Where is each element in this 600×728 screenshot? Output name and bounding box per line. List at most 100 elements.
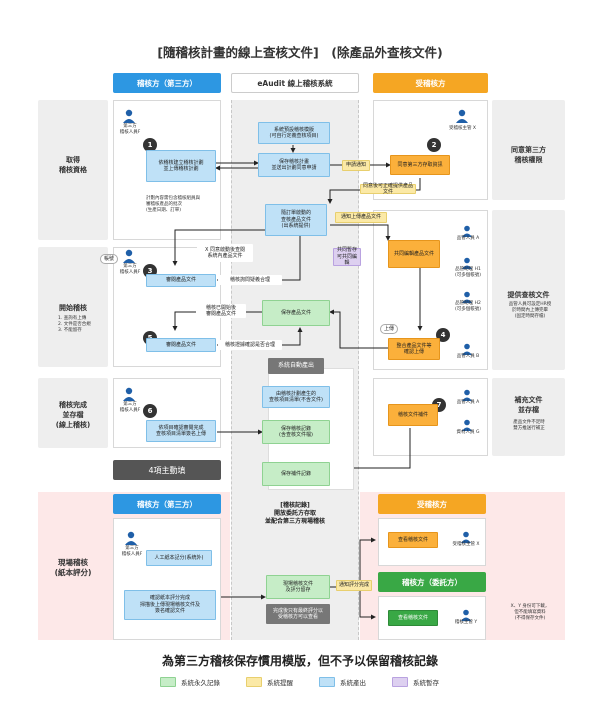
action-active-items: 4項主動填 [113, 460, 221, 480]
box-create-audit-plan: 依稽核建立稽核計劃 並上傳稽核計劃 [146, 150, 216, 182]
person-icon-svg [123, 109, 135, 123]
person-icon [461, 340, 473, 359]
qa-a2-label: 品管人員 A [456, 400, 480, 405]
legend-swatch-blue [319, 677, 335, 687]
legend-label: 系統提醒 [267, 679, 293, 687]
person-icon [461, 254, 473, 273]
box-final-score-note: 完成後只有最終評分以 受稽核方可以查看 [266, 604, 330, 624]
person-icon [461, 222, 473, 241]
qa-h2-label: 品管助理 H2 (可多個帳號) [454, 301, 481, 312]
person-icon [455, 108, 469, 127]
connector-agree-notify: 同意後可正確提供產品文件 [360, 183, 416, 195]
row-label-start: 開始稽核 [59, 304, 87, 312]
box-confirm-checklist: 依項目確認審閱完成 查核項目清單簽名上傳 [146, 420, 216, 442]
person-icon [461, 288, 473, 307]
connector-audit-open: 稽核已開始後 審閱產品文件 [196, 304, 246, 318]
note-plan-content: 計劃內容需包含稽核組員與 審稽核產品的批次 (生產日期、訂單) [146, 196, 200, 213]
person-icon [460, 528, 472, 547]
legend-swatch-green [160, 677, 176, 687]
legend-item: 系統永久記錄 [160, 677, 220, 687]
box-supplement-docs: 稽核文件補件 [388, 404, 438, 426]
bottom-title: 為第三方稽核保存慣用模版，但不予以保留稽核記錄 [161, 654, 438, 668]
column-header-eaudit: eAudit 線上稽核系統 [231, 73, 359, 93]
box-integrate-upload: 整合產品文件等 確認上傳 [388, 338, 440, 360]
box-view-docs-client: 查看稽核文件 [388, 610, 438, 626]
row-label-box-right-supplement [492, 378, 565, 456]
qa-b-label: 品管人員 B [456, 354, 480, 359]
legend-item: 系統暫存 [392, 677, 439, 687]
connector-x-agree: X 同意啟動後查閱 系統內產品文件 [197, 244, 253, 262]
row-label-qualify: 取得 稽核資格 [59, 156, 87, 174]
row-label-box-start [38, 247, 108, 367]
row-label-box-complete [38, 378, 108, 448]
connector-audit-query: 稽核詢問疑義合理 [218, 275, 282, 285]
person-icon [461, 416, 473, 435]
legend-swatch-yellow [246, 677, 262, 687]
diagram-title: [隨稽核計畫的線上查核文件] (除產品外查核文件) [157, 45, 443, 60]
connector-audit-review: 稽核證據確認是否合理 [218, 340, 282, 350]
box-save-product-docs: 保存產品文件 [262, 300, 330, 326]
person-icon [461, 386, 473, 405]
row-label-box-right-agree [492, 100, 565, 200]
auditor-label: 第三方 稽核人員F [119, 124, 141, 135]
box-agree-access: 同意第三方存取資訊 [390, 155, 450, 175]
legend-swatch-purple [392, 677, 408, 687]
legend-item: 系統產出 [319, 677, 366, 687]
box-save-supplement: 保存補件記錄 [262, 462, 330, 486]
legend: 系統永久記錄 系統提醒 系統產出 系統暫存 [160, 677, 439, 687]
onsite-header-auditee: 受稽核方 [378, 494, 486, 514]
step-number-6: 6 [143, 404, 157, 418]
onsite-header-auditor: 稽核方（第三方） [113, 494, 221, 514]
box-coedit-temp: 共同暫存 可共同編輯 [333, 247, 361, 266]
qa-a-label: 品管人員 A [456, 236, 480, 241]
auditor-label-4: 第三方 稽核人員F [121, 546, 143, 557]
box-onsite-score-keep: 現場稽核文件 及評分留存 [266, 575, 330, 599]
legend-label: 系統產出 [340, 679, 366, 687]
person-icon [460, 606, 472, 625]
person-icon [122, 248, 136, 267]
row-desc-right-supplement: 產品文件不足時 雙方推送行補正 [513, 420, 545, 431]
box-paper-score: 人工紙本記分(系統外) [146, 550, 212, 566]
auditor-label-2: 第三方 稽核人員F [119, 264, 141, 275]
auditee-x2-label: 受稽核主管 X [452, 542, 480, 547]
record-access-note: [稽核記錄] 開放委託方存取 並配合第三方現場稽核 [264, 502, 325, 525]
connector-apply-notify: 申請通知 [342, 160, 370, 171]
row-desc-right-provide: 品管人員可設定HR授 於時間內上傳完畢 (固定時間存檔) [508, 302, 552, 319]
auditee-x-label: 受稽核主管 X [448, 126, 476, 131]
person-icon [122, 108, 136, 127]
row-label-box-right-provide [492, 210, 565, 370]
auditee-y-label: 稽核主管 Y [454, 620, 478, 625]
data-g-label: 資材人員 G [456, 430, 480, 435]
row-label-right-agree: 同意第三方 稽核權限 [511, 146, 546, 164]
row-label-right-provide: 提供查核文件 [507, 291, 550, 299]
badge-upload: 上傳 [380, 324, 398, 334]
box-system-template: 系統預設稽核模版 (可自行定義查核項目) [258, 122, 330, 144]
person-icon [122, 386, 136, 405]
auto-output-header: 系統自動產出 [268, 358, 324, 374]
badge-account: 帳號 [100, 254, 118, 264]
box-review-docs-1: 審閱產品文件 [146, 274, 216, 287]
onsite-header-client: 稽核方（委託方） [378, 572, 486, 592]
box-upload-scan: 確認紙本評分完成 掃描後上傳現場稽核文件及 簽名確認文件 [124, 590, 216, 620]
step-number-2: 2 [427, 138, 441, 152]
legend-label: 系統暫存 [413, 679, 439, 687]
column-header-auditee: 受稽核方 [373, 73, 488, 93]
row-label-right-supplement: 補充文件 並存檔 [514, 396, 543, 414]
box-checklist: 由稽核計劃產生的 查核項目清單(不含文件) [262, 386, 330, 408]
row-label-complete: 稽核完成 並存檔 (線上稽核) [55, 401, 91, 429]
box-save-audit-record: 保存稽核記錄 (含查核文件檔) [262, 420, 330, 444]
box-save-plan: 保存稽核計畫 並送出計劃同意申請 [258, 153, 330, 177]
download-note: X、Y 身份可下載， 但不能填寫資料 (不得保存文件) [510, 604, 550, 621]
row-label-box-qualify [38, 100, 108, 240]
person-icon [124, 530, 138, 549]
box-review-docs-2: 審閱產品文件 [146, 338, 216, 352]
connector-notify-done: 通知評分完成 [336, 580, 372, 591]
box-coedit-docs: 共同編輯產品文件 [388, 240, 440, 268]
row-label-onsite: 現場稽核 (紙本評分) [54, 558, 92, 577]
qa-h1-label: 品管助理 H1 (可多個帳號) [454, 267, 481, 278]
connector-upload-notify: 通知上傳產品文件 [335, 212, 387, 223]
legend-item: 系統提醒 [246, 677, 293, 687]
legend-label: 系統永久記錄 [181, 679, 220, 687]
step-number-1: 1 [143, 138, 157, 152]
box-order-documents: 隨訂單啟動的 查核產品文件 (出系統提供) [265, 204, 327, 236]
